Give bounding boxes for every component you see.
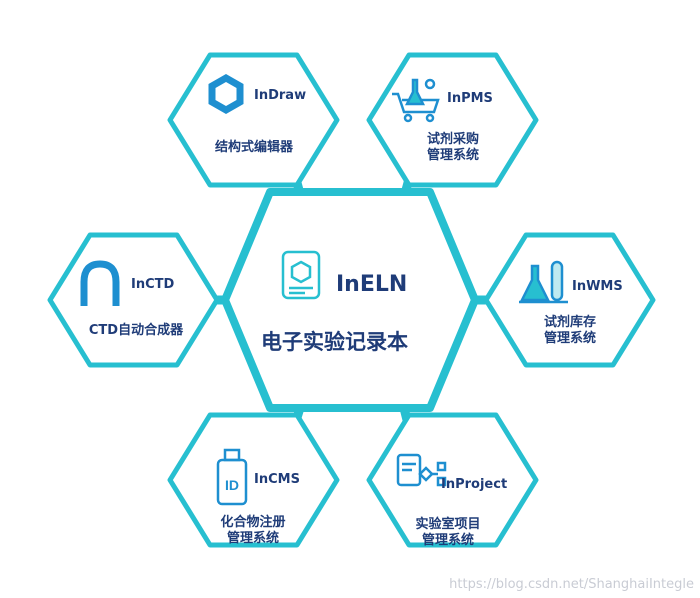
node-indraw-label: 结构式编辑器 <box>214 140 293 155</box>
center-label: 电子实验记录本 <box>261 330 408 354</box>
hex-indraw <box>167 52 340 188</box>
center-product: InELN <box>336 272 408 297</box>
node-inpms-product: InPMS <box>447 91 493 106</box>
node-incms-label: 化合物注册 管理系统 <box>220 515 286 547</box>
hexagon-ring-icon <box>208 73 244 115</box>
node-inctd-product: InCTD <box>131 277 175 292</box>
hex-inwms <box>483 232 656 368</box>
hex-inctd <box>47 232 220 368</box>
node-incms-product: InCMS <box>254 472 300 487</box>
node-inwms-label: 试剂库存 管理系统 <box>543 315 596 347</box>
project-flow-icon <box>396 453 447 487</box>
bottle-id-icon: ID <box>216 448 248 506</box>
node-inproject-product: InProject <box>441 477 508 492</box>
node-inpms-label: 试剂采购 管理系统 <box>426 132 479 164</box>
arch-icon <box>80 260 120 306</box>
node-inwms-product: InWMS <box>572 279 623 294</box>
hex-inpms <box>366 52 539 188</box>
hex-incms <box>167 412 340 548</box>
document-molecule-icon <box>281 250 321 300</box>
node-inproject-label: 实验室项目 管理系统 <box>415 517 481 549</box>
node-inctd-label: CTD自动合成器 <box>88 323 184 338</box>
flask-cart-icon <box>392 78 440 123</box>
watermark: https://blog.csdn.net/ShanghaiIntegle <box>449 577 694 592</box>
hex-inproject <box>366 412 539 548</box>
flasks-icon <box>519 260 568 304</box>
hex-center <box>221 188 479 412</box>
svg-text:ID: ID <box>225 477 239 493</box>
node-indraw-product: InDraw <box>254 88 307 103</box>
